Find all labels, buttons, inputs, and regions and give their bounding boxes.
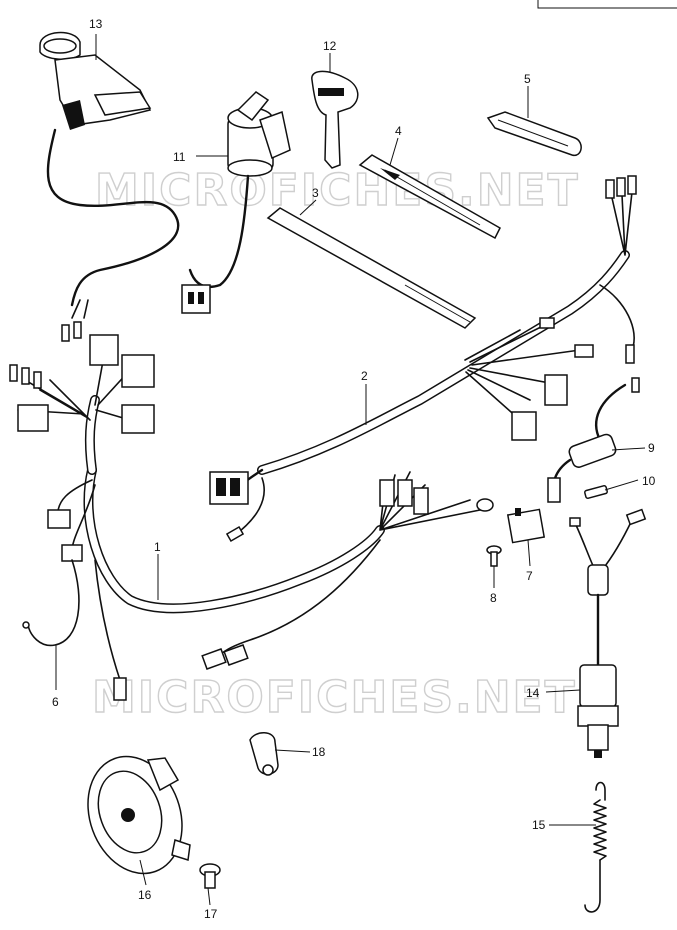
callout-3: 3 [312, 186, 319, 200]
wiring-harness-1 [9, 321, 494, 701]
callout-2: 2 [361, 369, 368, 383]
callout-5: 5 [524, 72, 531, 86]
screw-8 [486, 545, 502, 567]
leader-lines [55, 34, 646, 906]
callout-6: 6 [52, 695, 59, 709]
watermark-top: MICROFICHES.NET [95, 165, 580, 216]
bolt-17 [199, 863, 221, 889]
neutral-switch-14 [569, 508, 647, 758]
callout-16: 16 [138, 888, 152, 902]
callout-18: 18 [312, 745, 326, 759]
watermark-bottom: MICROFICHES.NET [92, 672, 577, 723]
fuse-holder-9 [547, 377, 640, 503]
relay-7 [506, 508, 546, 544]
handlebar-switch-13 [39, 31, 180, 319]
corner-box-fragment [537, 0, 677, 9]
clamp-bracket-5 [486, 111, 582, 157]
callout-4: 4 [395, 124, 402, 138]
callout-15: 15 [532, 818, 546, 832]
callout-10: 10 [642, 474, 656, 488]
callout-17: 17 [204, 907, 218, 921]
wire-clamp-18 [249, 732, 279, 776]
wiring-harness-2 [209, 175, 637, 542]
callout-1: 1 [154, 540, 161, 554]
spring-15 [584, 781, 607, 913]
ignition-key-12 [311, 70, 359, 169]
cable-tie-4 [358, 154, 501, 240]
callout-8: 8 [490, 591, 497, 605]
callout-9: 9 [648, 441, 655, 455]
band-3 [266, 207, 477, 329]
ignition-switch-11 [181, 91, 291, 314]
horn-16 [87, 755, 191, 875]
callout-7: 7 [526, 569, 533, 583]
callouts: 13 12 5 4 11 3 2 9 10 1 7 8 6 14 18 15 1… [52, 17, 656, 921]
callout-11: 11 [173, 150, 186, 164]
fuse-10 [584, 484, 608, 500]
callout-14: 14 [526, 686, 540, 700]
callout-12: 12 [323, 39, 337, 53]
callout-13: 13 [89, 17, 103, 31]
